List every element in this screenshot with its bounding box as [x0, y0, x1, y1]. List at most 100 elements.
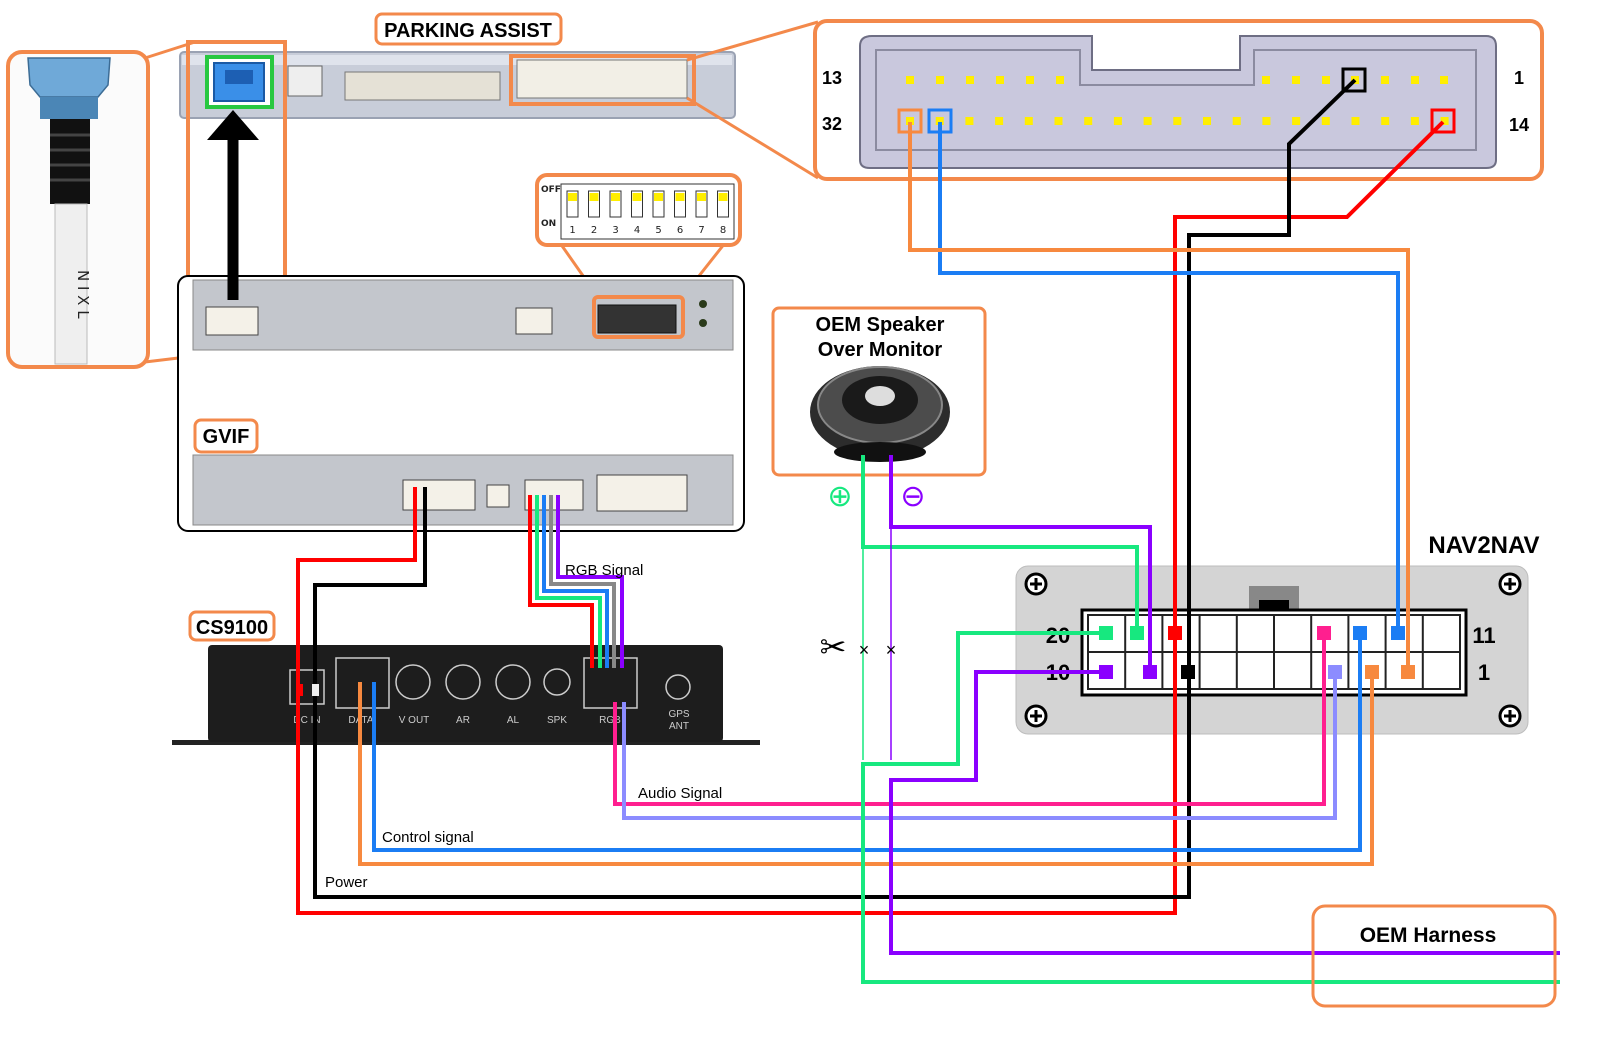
dip-switch-lever — [718, 193, 728, 201]
nav2nav-title: NAV2NAV — [1428, 532, 1539, 559]
wire-orange-32pin — [908, 122, 1410, 672]
port-gps-line2: ANT — [669, 721, 689, 732]
dip-switch-body — [566, 190, 579, 218]
pin-dot — [906, 76, 914, 84]
dip-switch-number: 7 — [698, 225, 704, 236]
dip-switch-number: 5 — [655, 225, 661, 236]
pin-dot — [1084, 117, 1093, 125]
pin-dot — [1411, 76, 1419, 84]
dip-switch-body — [674, 190, 686, 218]
pin-dot — [1262, 76, 1270, 84]
parking-assist-module — [179, 40, 736, 360]
pin-dot — [995, 117, 1004, 125]
dc-in-red-pin — [296, 684, 303, 696]
speaker-title-line2: Over Monitor — [818, 339, 943, 361]
dip-switch-number: 8 — [720, 225, 726, 236]
dip-switch-lever — [654, 193, 663, 201]
cut-mark-green: × — [859, 640, 870, 660]
pin-dot — [1410, 117, 1419, 125]
wire-harness-purple — [889, 670, 1560, 955]
speaker-title-line1: OEM Speaker — [816, 314, 945, 336]
power-label: Power — [325, 874, 368, 891]
pin-14-label: 14 — [1509, 115, 1529, 135]
pin-dot — [966, 76, 974, 84]
rgb-signal-label: RGB Signal — [565, 562, 643, 579]
dip-switch-lever — [568, 193, 577, 201]
pin-dot — [1440, 76, 1448, 84]
gvif-connector-top-left — [205, 306, 259, 336]
pin-dot — [1440, 117, 1449, 125]
dip-switch-body — [695, 190, 708, 218]
nav-pin-20-label: 20 — [1046, 623, 1070, 648]
pin-dot — [1232, 117, 1241, 125]
wire-audio-lavender — [622, 672, 1337, 820]
oem-speaker: OEM Speaker Over Monitor ⊕ ⊖ — [771, 306, 987, 513]
dip-off-label: OFF — [541, 185, 561, 195]
dip-switch-body — [652, 190, 665, 218]
control-signal-label: Control signal — [382, 829, 474, 846]
dip-on-label: ON — [541, 219, 556, 229]
dip-switch-body — [609, 190, 622, 218]
wire-speaker-purple — [889, 455, 1152, 672]
dc-in-white-pin — [312, 684, 319, 696]
port-spk: SPK — [547, 715, 567, 726]
wire-blue-32pin — [938, 122, 1400, 633]
pin-dot — [1321, 117, 1330, 125]
pin-dot — [1262, 117, 1271, 125]
oem-harness-label: OEM Harness — [1360, 924, 1497, 947]
connection-arrow — [207, 110, 259, 300]
nav-pin-11-label: 11 — [1472, 623, 1495, 648]
parking-assist-label-box: PARKING ASSIST — [374, 12, 563, 46]
pin-dot — [1292, 117, 1301, 125]
wire-rgb-green — [535, 495, 602, 668]
dip-switch-number: 3 — [612, 225, 618, 236]
cable-closeup: N I X L — [6, 40, 196, 369]
wire-power-black — [313, 78, 1357, 899]
pin-dot — [1054, 117, 1063, 125]
wire-rgb-blue — [542, 495, 609, 668]
dip-switch-number: 1 — [569, 225, 575, 236]
dip-switch-lever — [697, 193, 706, 201]
parking-assist-title: PARKING ASSIST — [384, 20, 552, 42]
gvif-connector-top-mid — [515, 307, 553, 335]
wire-harness-green — [861, 631, 1560, 984]
pin-dot — [996, 76, 1004, 84]
wire-control-orange — [358, 672, 1374, 866]
pin-dot — [1143, 117, 1152, 125]
wire-rgb-purple — [556, 495, 624, 668]
plus-terminal: ⊕ — [827, 480, 852, 513]
dip-switch-number: 6 — [677, 225, 683, 236]
pin-dot — [1203, 117, 1211, 125]
wire-rgb-gray — [549, 495, 616, 668]
pin-dot — [965, 117, 974, 125]
pin-dot — [1173, 117, 1182, 125]
pin-dot — [906, 117, 914, 125]
minus-terminal: ⊖ — [900, 480, 925, 513]
wires — [296, 78, 1560, 984]
wire-control-blue — [372, 633, 1362, 852]
pin-1-label: 1 — [1514, 68, 1524, 88]
oem-harness: OEM Harness — [1311, 904, 1557, 1008]
pin-dot — [1351, 117, 1360, 125]
dip-switch-lever — [611, 193, 620, 201]
cs9100-title: CS9100 — [196, 617, 268, 639]
gvif-module: GVIF — [177, 275, 745, 532]
pin-dot — [935, 117, 944, 125]
gvif-dip-switch — [597, 304, 677, 334]
dip-switch-body — [631, 190, 643, 218]
dip-switch-number: 2 — [591, 225, 597, 236]
cut-mark-purple: × — [886, 640, 897, 660]
dip-switch-body — [717, 190, 729, 218]
wire-power-red — [296, 120, 1445, 915]
pin-dot — [1113, 117, 1122, 125]
cable-label: N I X L — [74, 270, 92, 319]
pin-dot — [1024, 117, 1033, 125]
connector-32pin-closeup: 13 1 32 14 — [813, 19, 1544, 181]
pin-dot — [1381, 117, 1390, 125]
dip-switch-body — [588, 190, 600, 218]
pin-highlight-red — [1430, 108, 1456, 134]
